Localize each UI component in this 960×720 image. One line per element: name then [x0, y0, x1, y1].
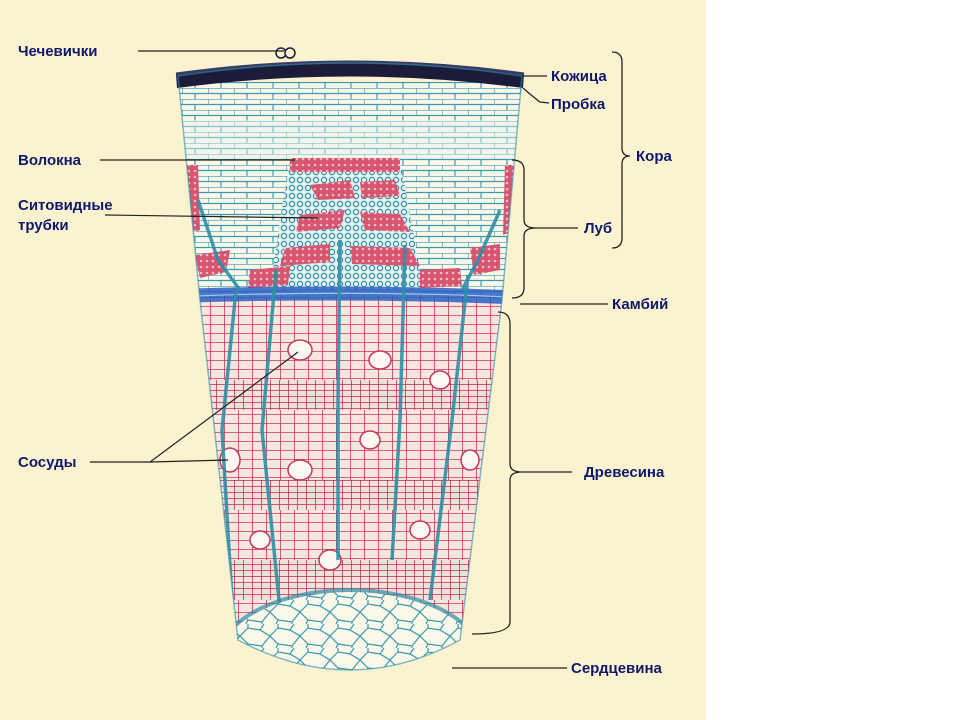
label-fibers: Волокна — [18, 152, 82, 169]
pith-tissue — [220, 592, 480, 670]
label-phloem: Луб — [584, 220, 612, 237]
lenticel — [275, 47, 296, 59]
cork-layer — [176, 62, 524, 88]
label-pith: Сердцевина — [571, 660, 663, 677]
label-sieve-tubes-line1: Ситовидные — [18, 197, 113, 214]
label-wood: Древесина — [584, 464, 665, 481]
label-lenticels: Чечевички — [18, 43, 97, 60]
wood-brace — [471, 311, 572, 635]
cortex-tissue — [178, 82, 522, 158]
stem-cross-section-diagram: Чечевички Кожица Пробка Кора Волокна Сит… — [0, 0, 706, 720]
cortex-shade — [178, 120, 522, 158]
label-cork: Пробка — [551, 96, 606, 113]
label-sieve-tubes-line2: трубки — [18, 217, 69, 234]
epidermis-layer — [175, 60, 525, 76]
label-epidermis: Кожица — [551, 68, 607, 85]
cambium-layer — [178, 286, 522, 306]
cambium-line — [178, 292, 522, 300]
bark-brace — [611, 51, 631, 249]
stem-illustration — [178, 82, 522, 670]
medullary-rays — [196, 199, 502, 611]
growth-ring-2 — [178, 480, 522, 510]
phloem-brace — [511, 159, 578, 299]
growth-ring-1 — [178, 380, 522, 410]
label-vessels: Сосуды — [18, 454, 76, 471]
label-cambium: Камбий — [612, 296, 668, 313]
stem-outline — [177, 62, 523, 671]
leader-lines — [90, 50, 608, 669]
diagram-panel: Чечевички Кожица Пробка Кора Волокна Сит… — [0, 0, 706, 720]
label-bark: Кора — [636, 148, 672, 165]
